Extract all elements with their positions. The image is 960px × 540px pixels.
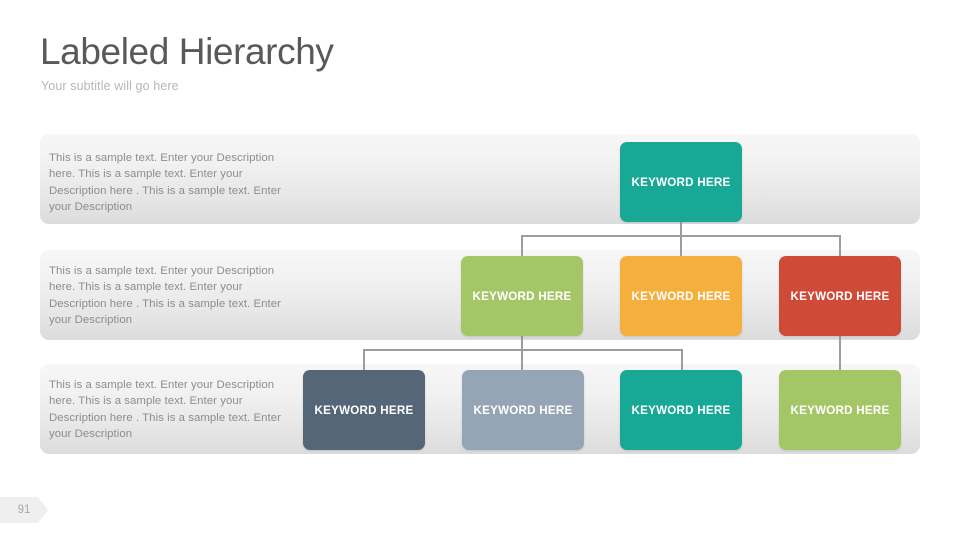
node-level3-2[interactable]: KEYWORD HERE [462, 370, 584, 450]
connector-drop-level2-red [839, 235, 841, 257]
node-label: KEYWORD HERE [631, 289, 731, 303]
connector-drop-level2-green [521, 235, 523, 257]
connector-red-to-green [839, 336, 841, 371]
node-label: KEYWORD HERE [790, 403, 890, 417]
connector-green-stem [521, 336, 523, 349]
node-level2-3[interactable]: KEYWORD HERE [779, 256, 901, 336]
node-level2-1[interactable]: KEYWORD HERE [461, 256, 583, 336]
hierarchy-band-level-1 [40, 134, 920, 224]
band-description-level-1: This is a sample text. Enter your Descri… [49, 152, 281, 214]
connector-drop-level3-teal [681, 349, 683, 371]
node-level3-4[interactable]: KEYWORD HERE [779, 370, 901, 450]
connector-drop-level3-slate [363, 349, 365, 371]
connector-level3-bus [363, 349, 683, 351]
node-label: KEYWORD HERE [472, 289, 572, 303]
node-label: KEYWORD HERE [314, 403, 414, 417]
connector-drop-level3-grayblue [521, 349, 523, 371]
node-label: KEYWORD HERE [790, 289, 890, 303]
node-level3-1[interactable]: KEYWORD HERE [303, 370, 425, 450]
node-label: KEYWORD HERE [631, 403, 731, 417]
page-subtitle: Your subtitle will go here [41, 79, 179, 93]
node-label: KEYWORD HERE [473, 403, 573, 417]
page-number-label: 91 [17, 504, 31, 516]
band-description-level-3: This is a sample text. Enter your Descri… [49, 379, 281, 441]
page-title: Labeled Hierarchy [40, 31, 334, 72]
connector-drop-level2-orange [680, 235, 682, 257]
node-level3-3[interactable]: KEYWORD HERE [620, 370, 742, 450]
node-level2-2[interactable]: KEYWORD HERE [620, 256, 742, 336]
page-number-badge: 91 [0, 497, 48, 523]
node-level1-1[interactable]: KEYWORD HERE [620, 142, 742, 222]
node-label: KEYWORD HERE [631, 175, 731, 189]
band-description-level-2: This is a sample text. Enter your Descri… [49, 265, 281, 327]
